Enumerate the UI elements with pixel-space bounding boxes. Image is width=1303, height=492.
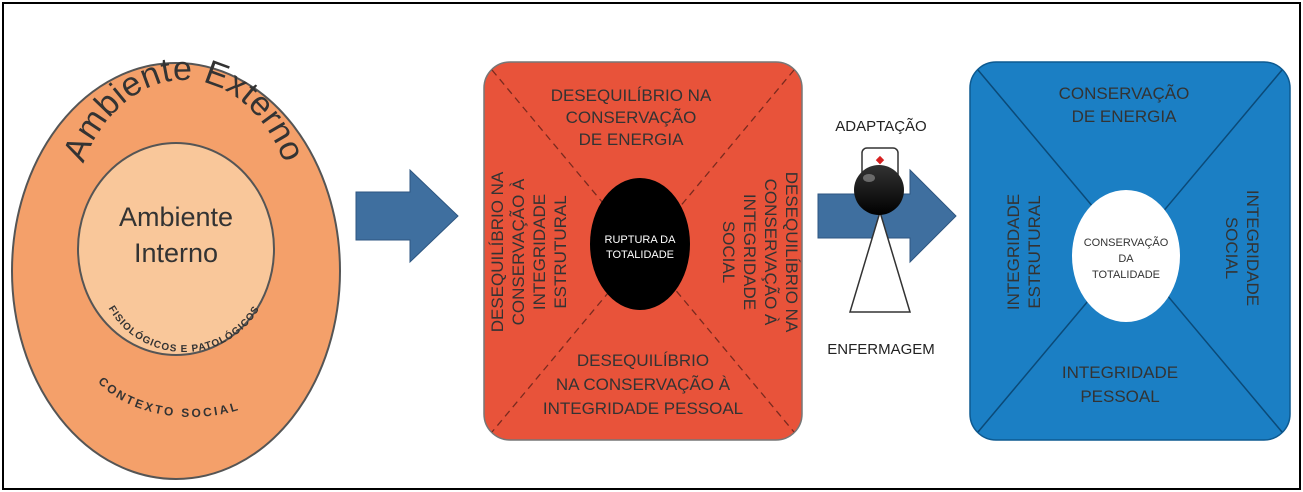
adaptation-label: ADAPTAÇÃO — [835, 118, 926, 135]
disequilibrium-box: DESEQUILÍBRIO NA CONSERVAÇÃO DE ENERGIA … — [483, 61, 803, 441]
blue-right-line1: INTEGRIDADE — [1243, 190, 1262, 306]
blue-top-line1: CONSERVAÇÃO — [1059, 84, 1190, 103]
red-right-line1: DESEQUILÍBRIO NA — [782, 172, 801, 333]
red-bottom-line1: DESEQUILÍBRIO — [577, 351, 709, 370]
red-box-diagonal-1 — [491, 69, 795, 433]
flow-arrow-2 — [817, 168, 957, 264]
rupture-line1: RUPTURA DA — [605, 234, 677, 246]
totality-circle — [1072, 190, 1180, 322]
red-left-label: DESEQUILÍBRIO NA CONSERVAÇÃO À INTEGRIDA… — [488, 171, 570, 332]
blue-bottom-line1: INTEGRIDADE — [1062, 363, 1178, 382]
red-bottom-label: DESEQUILÍBRIO NA CONSERVAÇÃO À INTEGRIDA… — [543, 351, 743, 418]
inner-environment-title-line1: Ambiente — [119, 202, 233, 232]
red-left-line2: CONSERVAÇÃO À — [509, 178, 528, 325]
red-right-line2: CONSERVAÇÃO À — [761, 179, 780, 326]
red-top-line1: DESEQUILÍBRIO NA — [551, 86, 712, 105]
blue-right-line2: SOCIAL — [1222, 217, 1241, 279]
nurse-cross-icon: ◆ — [876, 154, 885, 166]
blue-top-line2: DE ENERGIA — [1072, 107, 1178, 126]
red-left-line4: ESTRUTURAL — [551, 195, 570, 308]
blue-bottom-label: INTEGRIDADE PESSOAL — [1062, 363, 1178, 406]
inner-environment-title-line2: Interno — [134, 238, 218, 268]
red-bottom-line2: NA CONSERVAÇÃO À — [556, 375, 731, 394]
nurse-head-highlight — [863, 174, 875, 182]
red-top-label: DESEQUILÍBRIO NA CONSERVAÇÃO DE ENERGIA — [551, 86, 712, 149]
nurse-head-icon — [854, 165, 904, 215]
blue-top-label: CONSERVAÇÃO DE ENERGIA — [1059, 84, 1190, 126]
totality-line1: CONSERVAÇÃO — [1084, 236, 1169, 249]
totality-line2: DA — [1118, 253, 1134, 265]
red-left-line3: INTEGRIDADE — [530, 194, 549, 310]
conservation-box: CONSERVAÇÃO DE ENERGIA INTEGRIDADE ESTRU… — [969, 61, 1291, 441]
blue-bottom-line2: PESSOAL — [1080, 387, 1159, 406]
red-right-label: DESEQUILÍBRIO NA CONSERVAÇÃO À INTEGRIDA… — [719, 172, 801, 333]
red-top-line3: DE ENERGIA — [579, 130, 685, 149]
red-top-line2: CONSERVAÇÃO — [566, 108, 697, 127]
rupture-circle — [590, 178, 690, 310]
inner-environment-ellipse — [77, 142, 275, 356]
red-box-diagonal-2 — [491, 69, 795, 433]
red-right-line3: INTEGRIDADE — [740, 194, 759, 310]
blue-left-line2: ESTRUTURAL — [1025, 195, 1044, 308]
red-left-line1: DESEQUILÍBRIO NA — [488, 171, 507, 332]
rupture-line2: TOTALIDADE — [606, 249, 674, 261]
totality-line3: TOTALIDADE — [1092, 269, 1160, 281]
flow-arrow-1 — [355, 168, 459, 264]
red-right-line4: SOCIAL — [719, 221, 738, 283]
blue-left-label: INTEGRIDADE ESTRUTURAL — [1004, 194, 1044, 310]
nursing-adaptation: ADAPTAÇÃO ◆ ENFERMAGEM — [817, 118, 957, 358]
nursing-label: ENFERMAGEM — [827, 341, 935, 358]
nurse-body-icon — [848, 209, 912, 313]
blue-left-line1: INTEGRIDADE — [1004, 194, 1023, 310]
blue-right-label: INTEGRIDADE SOCIAL — [1222, 190, 1262, 306]
red-bottom-line3: INTEGRIDADE PESSOAL — [543, 399, 743, 418]
